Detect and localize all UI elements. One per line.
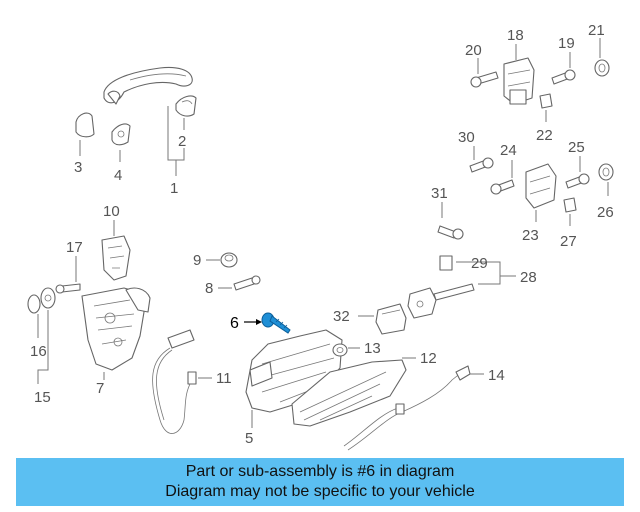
callout-20: 20 <box>465 42 482 59</box>
part-32 <box>375 303 407 335</box>
callout-32: 32 <box>333 308 350 325</box>
callout-17: 17 <box>66 239 83 256</box>
part-4 <box>111 123 131 146</box>
callout-21: 21 <box>588 22 605 39</box>
callout-26: 26 <box>597 204 614 221</box>
callout-13: 13 <box>364 340 381 357</box>
part-30-bolt <box>469 157 494 173</box>
handle-cover-part <box>175 95 197 117</box>
callout-8: 8 <box>205 280 213 297</box>
callout-18: 18 <box>507 27 524 44</box>
part-10 <box>101 235 131 281</box>
part-6-bolt <box>261 312 291 334</box>
callout-14: 14 <box>488 367 505 384</box>
callout-2: 2 <box>178 133 186 150</box>
door-handle-part <box>103 66 193 105</box>
callout-10: 10 <box>103 203 120 220</box>
part-25-bolt <box>565 173 590 189</box>
part-28-check <box>407 255 475 319</box>
callout-28: 28 <box>520 269 537 286</box>
part-21-washer <box>594 59 610 77</box>
part-18-hinge <box>503 57 535 105</box>
callout-23: 23 <box>522 227 539 244</box>
callout-11: 11 <box>216 370 232 387</box>
part-23-hinge <box>525 163 557 209</box>
callout-9: 9 <box>193 252 201 269</box>
part-27-bushing <box>563 197 577 213</box>
callout-31: 31 <box>431 185 448 202</box>
callout-22: 22 <box>536 127 553 144</box>
part-19-bolt <box>551 69 576 85</box>
callout-24: 24 <box>500 142 517 159</box>
callout-3: 3 <box>74 159 82 176</box>
banner-line-1: Part or sub-assembly is #6 in diagram <box>185 463 455 480</box>
part-8 <box>233 275 261 291</box>
part-17 <box>55 283 81 294</box>
callout-1: 1 <box>170 180 178 197</box>
callout-7: 7 <box>96 380 104 397</box>
part-12-panel <box>291 359 407 427</box>
callout-5: 5 <box>245 430 253 447</box>
part-13 <box>332 343 348 357</box>
part-22-bushing <box>539 93 553 109</box>
part-20-bolt <box>470 71 499 88</box>
part-26-washer <box>598 163 614 181</box>
callout-15: 15 <box>34 389 51 406</box>
callout-4: 4 <box>114 167 122 184</box>
callout-27: 27 <box>560 233 577 250</box>
part-24-bolt <box>490 179 515 195</box>
callout-29: 29 <box>471 255 488 272</box>
part-3 <box>75 112 95 138</box>
callout-6: 6 <box>230 315 239 332</box>
part-11-cable <box>152 329 197 434</box>
part-9 <box>220 252 238 268</box>
part-7-latch <box>81 287 151 371</box>
callout-16: 16 <box>30 343 47 360</box>
callout-30: 30 <box>458 129 475 146</box>
banner-line-2: Diagram may not be specific to your vehi… <box>165 483 475 500</box>
part-16 <box>27 287 56 314</box>
info-banner: Part or sub-assembly is #6 in diagram Di… <box>16 458 624 506</box>
callout-25: 25 <box>568 139 585 156</box>
part-5-carrier <box>245 329 343 413</box>
callout-12: 12 <box>420 350 437 367</box>
callout-19: 19 <box>558 35 575 52</box>
part-31-bolt <box>437 225 464 240</box>
